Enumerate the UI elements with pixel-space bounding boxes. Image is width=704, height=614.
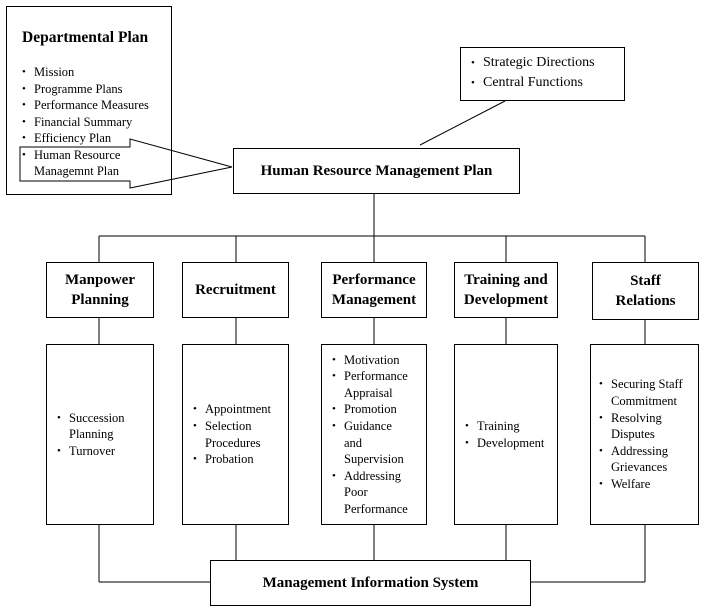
list-item: Welfare (599, 476, 693, 493)
category-detail-manpower: Succession Planning Turnover (46, 344, 154, 525)
list-item: Mission (22, 64, 172, 81)
list-item: Efficiency Plan (22, 130, 172, 147)
list-item: Development (465, 435, 544, 452)
list-item-hr-plan: Human Resource Managemnt Plan (22, 147, 139, 180)
category-title-staff-relations: Staff Relations (592, 262, 699, 320)
list-item: Performance Measures (22, 97, 172, 114)
departmental-plan-list: Mission Programme Plans Performance Meas… (22, 64, 172, 180)
list-item: Securing Staff Commitment (599, 376, 693, 409)
list-item: Selection Procedures (193, 418, 277, 451)
category-title-recruitment: Recruitment (182, 262, 289, 318)
strategic-connector (419, 100, 506, 146)
list-item: Succession Planning (57, 410, 139, 443)
list-item: Resolving Disputes (599, 410, 681, 443)
category-title-manpower: Manpower Planning (46, 262, 154, 318)
hrm-plan-box: Human Resource Management Plan (233, 148, 520, 194)
list-item: Motivation (332, 352, 424, 369)
departmental-plan-title: Departmental Plan (22, 29, 149, 46)
list-item: Performance Appraisal (332, 368, 420, 401)
hrm-plan-title: Human Resource Management Plan (260, 162, 493, 179)
list-item: Programme Plans (22, 81, 172, 98)
list-item: Probation (193, 451, 277, 468)
list-item: Strategic Directions (471, 53, 624, 73)
list-item: Addressing Poor Performance (332, 468, 424, 518)
mis-box: Management Information System (210, 560, 531, 606)
list-item: Guidance and Supervision (332, 418, 404, 468)
list-item: Financial Summary (22, 114, 172, 131)
category-detail-performance: Motivation Performance Appraisal Promoti… (321, 344, 427, 525)
list-item: Addressing Grievances (599, 443, 683, 476)
category-title-performance: Performance Management (321, 262, 427, 318)
category-detail-recruitment: Appointment Selection Procedures Probati… (182, 344, 289, 525)
list-item: Central Functions (471, 73, 624, 93)
category-detail-training: Training Development (454, 344, 558, 525)
list-item: Promotion (332, 401, 424, 418)
category-title-training: Training and Development (454, 262, 558, 318)
list-item: Training (465, 418, 544, 435)
list-item: Appointment (193, 401, 277, 418)
list-item: Turnover (57, 443, 139, 460)
mis-title: Management Information System (262, 574, 479, 591)
strategic-box: Strategic Directions Central Functions (460, 47, 625, 101)
category-detail-staff-relations: Securing Staff Commitment Resolving Disp… (590, 344, 699, 525)
